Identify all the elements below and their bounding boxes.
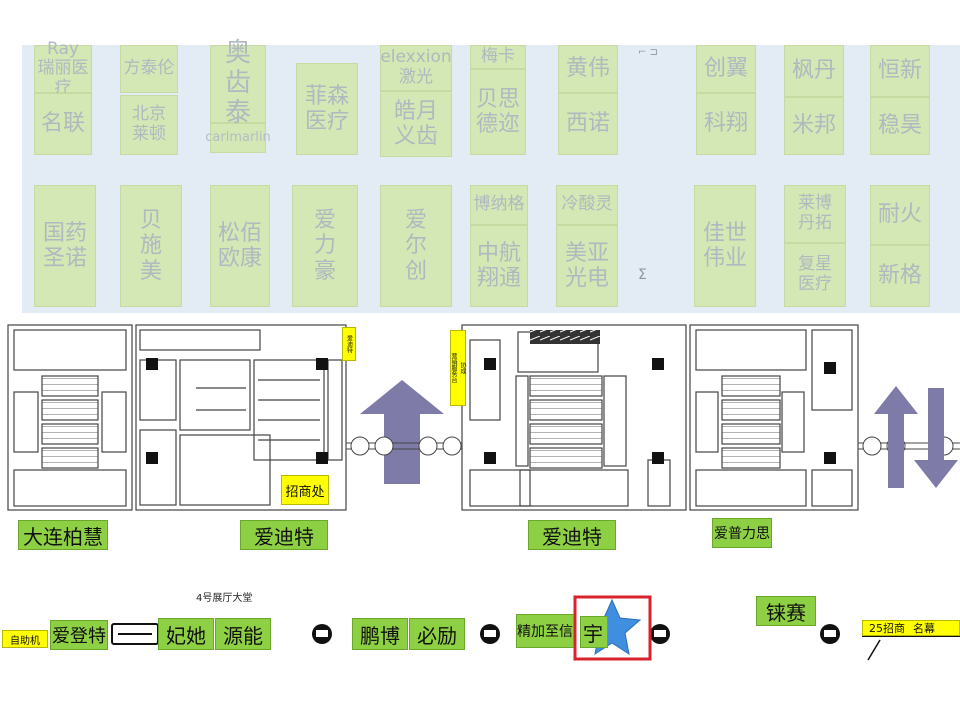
upper-booth: 北京 莱顿 xyxy=(120,95,178,155)
yellow-tag-left: 爱迪特 xyxy=(342,327,356,361)
booth-yuanneng: 源能 xyxy=(215,618,271,650)
building-right xyxy=(689,324,859,511)
upper-booth: 方泰伦 xyxy=(120,45,178,93)
hall-label-dalian: 大连柏慧 xyxy=(18,520,108,550)
escalator-block-middle xyxy=(529,375,603,469)
escalator-block-right xyxy=(721,375,781,469)
yellow-tag-middle-line1: 协成 xyxy=(459,362,466,374)
up-down-arrows-icon xyxy=(874,386,958,488)
yellow-tag-middle-line2: 营销服务台 xyxy=(450,353,457,383)
booth-lasai: 铼赛 xyxy=(756,596,816,626)
yellow-tag-middle: 协成 营销服务台 xyxy=(450,330,466,406)
pillar xyxy=(316,358,328,370)
upper-booth: 冷酸灵 xyxy=(556,185,618,225)
booth-yu: 宇 xyxy=(580,616,608,648)
upper-booth: elexxion 激光 xyxy=(380,45,452,91)
upper-booth: 新格 xyxy=(870,245,930,307)
upper-booth: 贝思 德迩 xyxy=(470,69,526,155)
lobby-title: 4号展厅大堂 xyxy=(196,593,253,604)
up-arrow-icon xyxy=(360,380,444,484)
upper-booth: carlmarlin xyxy=(205,123,271,153)
highlight-box xyxy=(573,595,652,661)
building-middle xyxy=(461,324,687,511)
bar-mingmu-text: 名幕 xyxy=(913,622,935,635)
corner-mark: ⌐ ⊐ xyxy=(638,47,658,58)
upper-booth: 皓月 义齿 xyxy=(380,91,452,157)
building-restrooms xyxy=(135,324,347,511)
upper-booth: 稳昊 xyxy=(870,97,930,155)
upper-booth: 国药 圣诺 xyxy=(34,185,96,307)
pillar xyxy=(824,362,836,374)
upper-booth: 米邦 xyxy=(784,97,844,155)
pillar xyxy=(146,452,158,464)
hall-label-aidite-1: 爱迪特 xyxy=(240,520,328,550)
pillar xyxy=(824,452,836,464)
booth-jingjia: 精加至信 xyxy=(516,614,574,648)
pillar xyxy=(652,452,664,464)
atm-label: 自助机 xyxy=(2,630,48,648)
upper-booth: 爱 尔 创 xyxy=(380,185,452,307)
hall-label-aidite-2: 爱迪特 xyxy=(528,520,616,550)
upper-booth: 梅卡 xyxy=(470,45,526,69)
pillar xyxy=(484,452,496,464)
pillar xyxy=(316,452,328,464)
mid-marker: Σ xyxy=(638,267,647,283)
upper-booth: 黄伟 xyxy=(558,45,618,93)
upper-booth: 贝 施 美 xyxy=(120,185,182,307)
booth-feita: 妃她 xyxy=(158,618,214,650)
upper-booth: 耐火 xyxy=(870,185,930,245)
upper-booth: 菲森 医疗 xyxy=(296,63,358,155)
upper-booth: 美亚 光电 xyxy=(556,225,618,307)
bar-zhaoshang25-text: 25招商 xyxy=(869,622,905,635)
pillar xyxy=(146,358,158,370)
upper-booth: 复星 医疗 xyxy=(784,243,846,307)
bar-diag xyxy=(867,639,881,661)
booth-aidengte: 爱登特 xyxy=(50,620,108,650)
upper-booth: 枫丹 xyxy=(784,45,844,97)
upper-booth: 西诺 xyxy=(558,93,618,155)
pillar xyxy=(652,358,664,370)
upper-booth: 科翔 xyxy=(696,93,756,155)
upper-booth: 松佰 欧康 xyxy=(210,185,270,307)
upper-booth: 中航 翔通 xyxy=(470,225,528,307)
upper-booth: 爱 力 豪 xyxy=(292,185,358,307)
upper-booth: 名联 xyxy=(34,93,92,155)
booth-pengbo: 鹏博 xyxy=(352,618,408,650)
bench-icon xyxy=(111,623,159,645)
bar-zhaoshang25: 25招商 名幕 xyxy=(862,620,960,636)
upper-booth: 创翼 xyxy=(696,45,756,93)
upper-booth: 博纳格 xyxy=(470,185,528,225)
pillar xyxy=(484,358,496,370)
upper-booth: 恒新 xyxy=(870,45,930,97)
zhaoshang-office: 招商处 xyxy=(281,475,329,505)
upper-booth: 莱博 丹拓 xyxy=(784,185,846,243)
building-left xyxy=(7,324,133,511)
escalator-block-left xyxy=(41,375,99,469)
upper-booth: Ray 瑞丽医疗 xyxy=(34,39,92,98)
bottom-pillars xyxy=(312,624,840,644)
hall-label-aipuli: 爱普力思 xyxy=(712,518,772,548)
booth-bili: 必励 xyxy=(409,618,465,650)
upper-booth: 佳世 伟业 xyxy=(694,185,756,307)
vent xyxy=(530,330,600,344)
